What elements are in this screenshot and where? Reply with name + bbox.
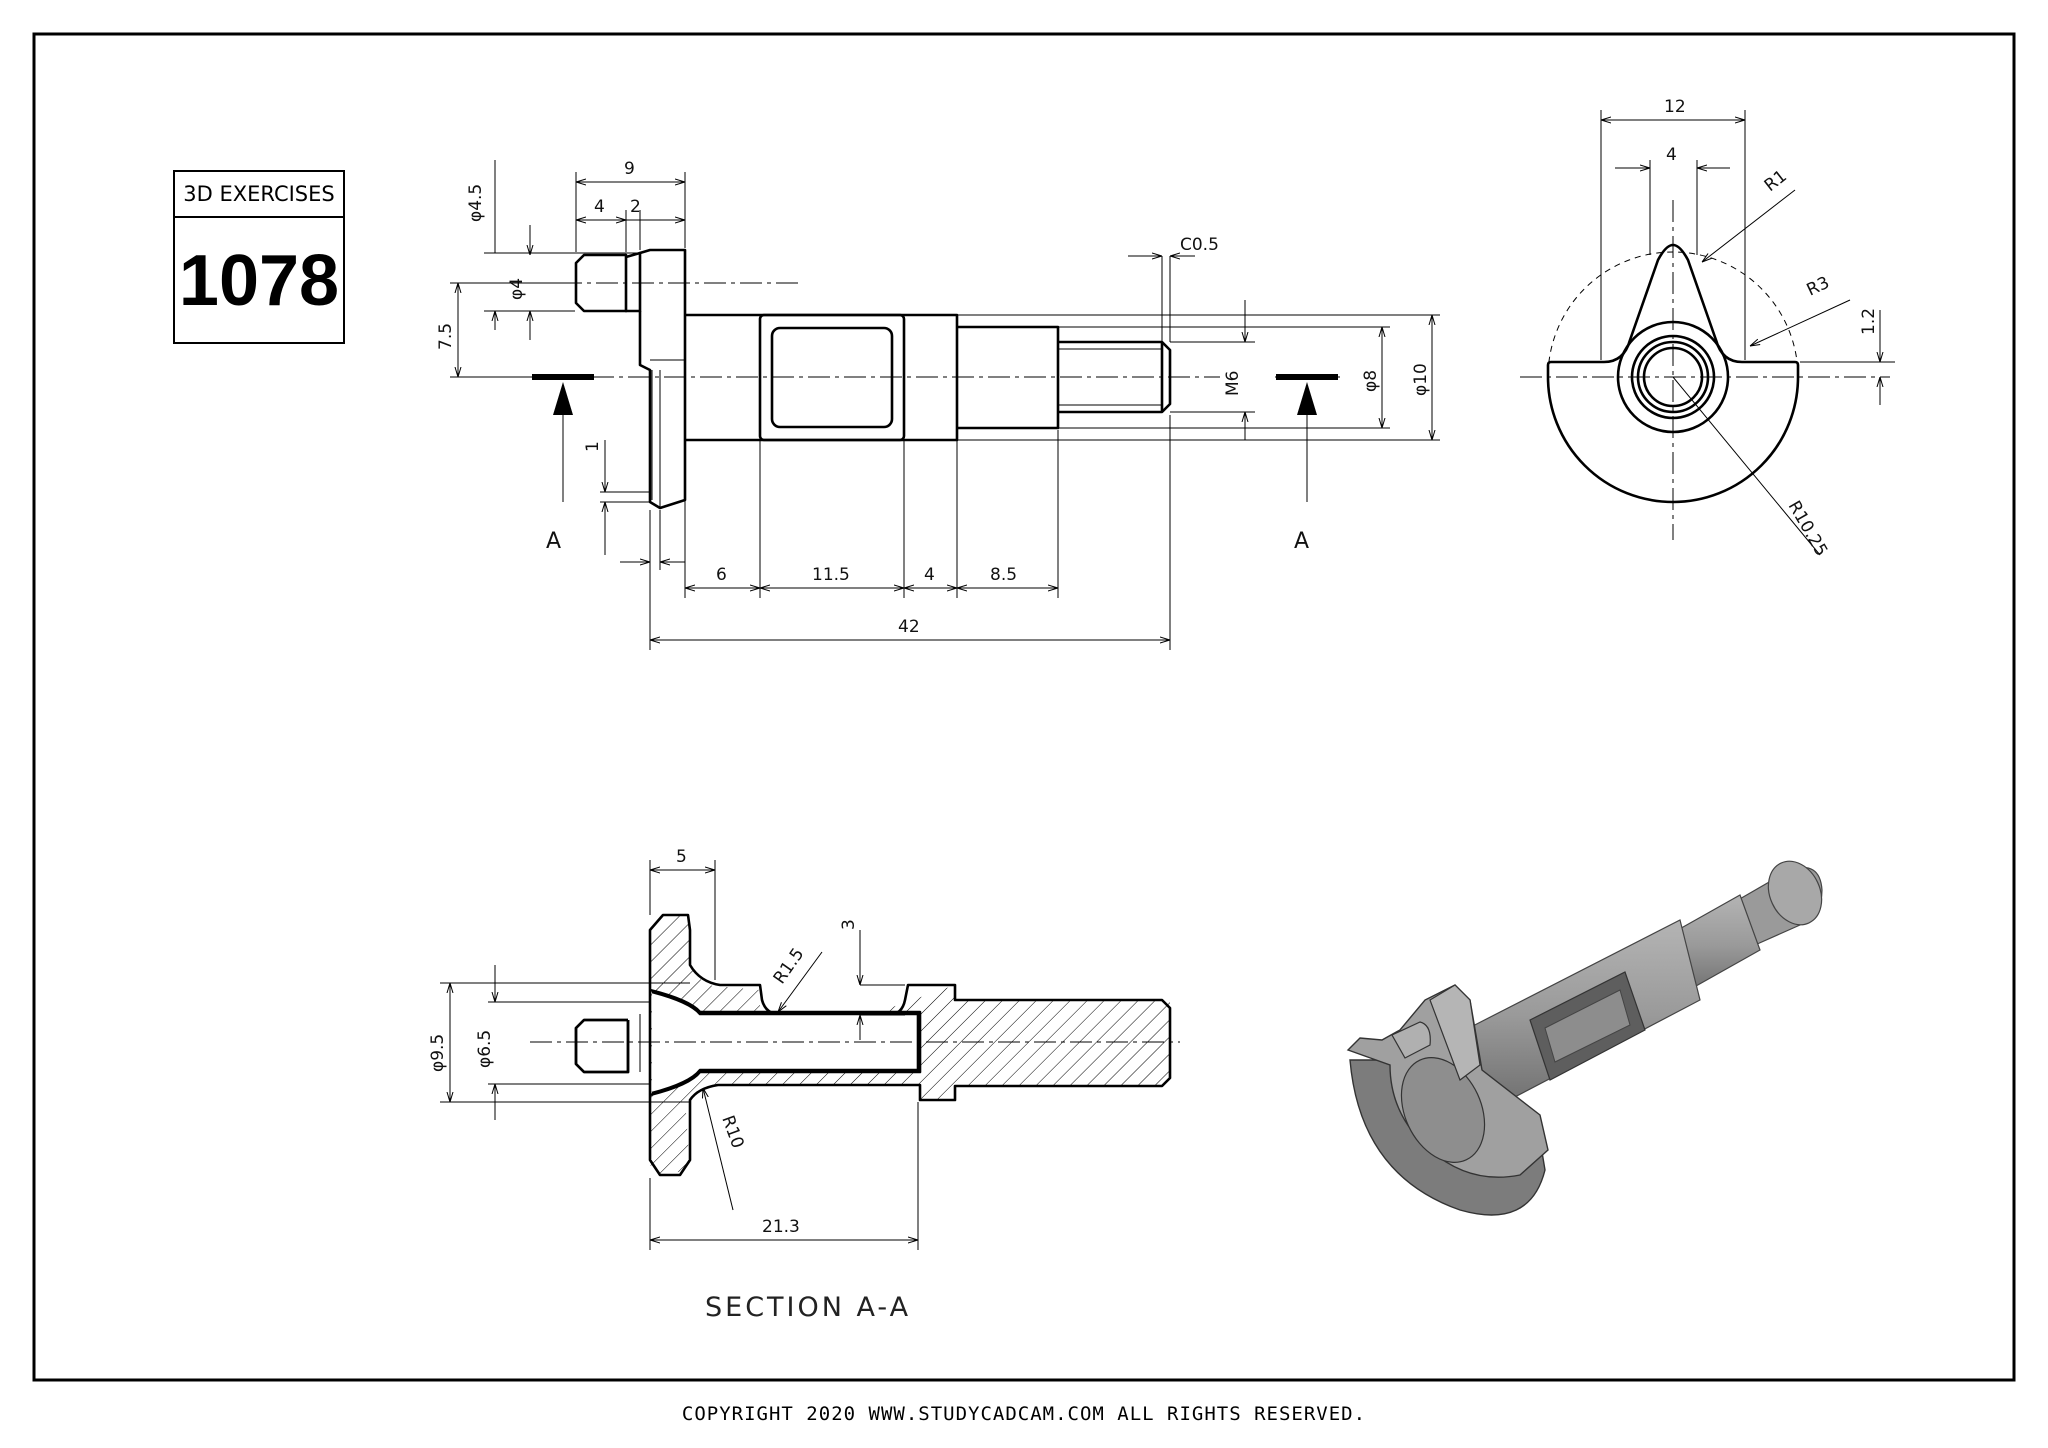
dim-len-5: 5 — [676, 847, 687, 867]
dim-d-4: φ4 — [507, 278, 527, 300]
dim-r-3: R3 — [1804, 273, 1833, 301]
dim-depth-3: 3 — [839, 919, 859, 930]
section-mark-right: A — [1294, 529, 1309, 554]
dim-len-11-5: 11.5 — [812, 565, 850, 585]
dim-d-9-5: φ9.5 — [428, 1034, 448, 1072]
section-mark-left: A — [546, 529, 561, 554]
dim-len-9: 9 — [624, 159, 635, 179]
side-view: 12 4 R1 R3 1.2 R10.25 — [1520, 97, 1895, 560]
dim-d-4-5: φ4.5 — [466, 184, 486, 222]
dim-chamfer: C0.5 — [1180, 235, 1219, 255]
isometric-view — [1346, 860, 1823, 1216]
dim-d-6-5: φ6.5 — [475, 1030, 495, 1068]
dim-off-7-5: 7.5 — [436, 323, 456, 350]
dim-len-21-3: 21.3 — [762, 1217, 800, 1237]
dim-r-10: R10 — [717, 1113, 747, 1151]
front-view: A A 9 4 2 φ4.5 φ4 7.5 1 — [436, 159, 1440, 650]
dim-len-1: 1 — [583, 441, 603, 452]
dim-r-10-25: R10.25 — [1784, 498, 1832, 560]
title-block: 3D EXERCISES 1078 — [173, 170, 345, 344]
dim-len-4: 4 — [594, 197, 605, 217]
copyright-text: COPYRIGHT 2020 WWW.STUDYCADCAM.COM ALL R… — [681, 1403, 1367, 1425]
sheet-border — [32, 32, 2016, 1382]
dim-w-4: 4 — [1666, 145, 1677, 165]
dim-d-8: φ8 — [1361, 370, 1381, 392]
dim-thread: M6 — [1223, 371, 1243, 396]
section-view: 5 R1.5 3 φ9.5 φ6.5 R10 21.3 — [428, 847, 1180, 1250]
dim-w-12: 12 — [1664, 97, 1686, 117]
section-title: SECTION A-A — [705, 1292, 912, 1323]
dim-len-42: 42 — [898, 617, 920, 637]
dim-len-2: 2 — [630, 197, 641, 217]
title-label: 3D EXERCISES — [175, 172, 343, 218]
dim-len-4b: 4 — [924, 565, 935, 585]
exercise-number: 1078 — [178, 241, 340, 321]
dim-len-8-5: 8.5 — [990, 565, 1017, 585]
dim-r-1: R1 — [1761, 166, 1791, 196]
dim-len-6: 6 — [716, 565, 727, 585]
dim-r-1-5: R1.5 — [770, 945, 809, 988]
dim-h-1-2: 1.2 — [1859, 308, 1879, 335]
dim-d-10: φ10 — [1411, 363, 1431, 396]
